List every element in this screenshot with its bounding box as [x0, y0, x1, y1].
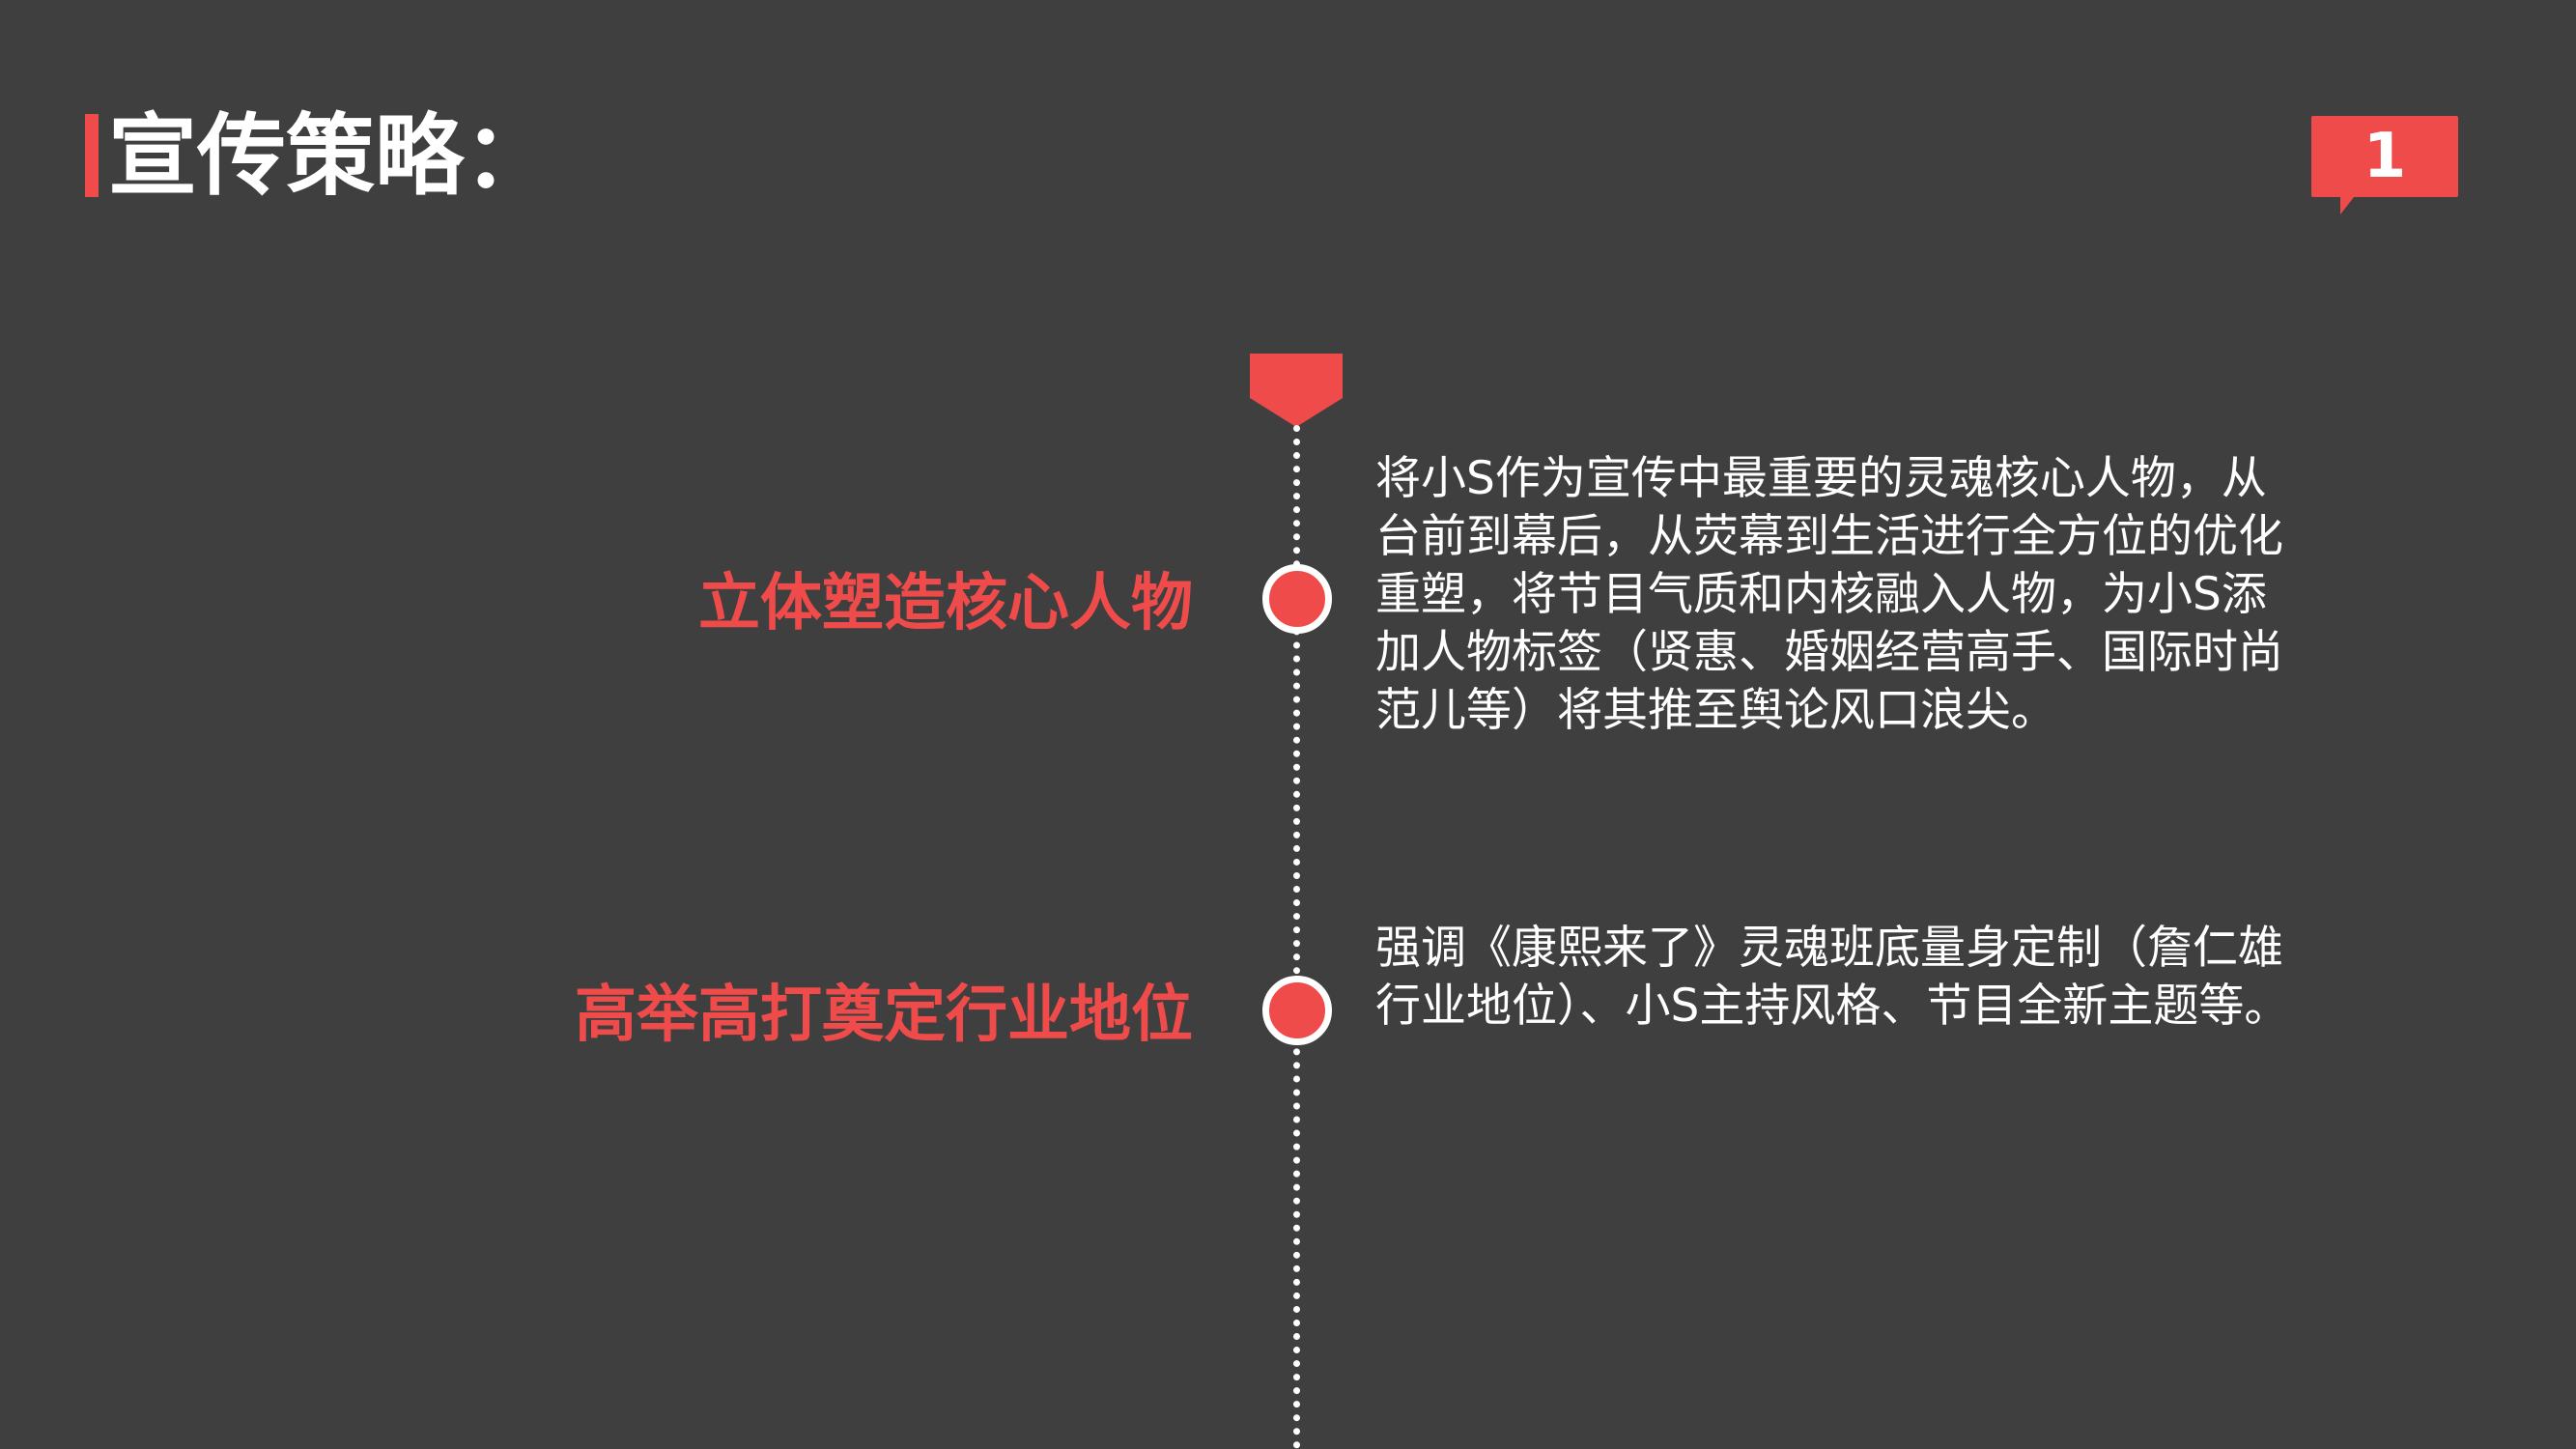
timeline-line	[1293, 425, 1300, 1449]
timeline-node-2	[1262, 976, 1332, 1045]
timeline-description-2: 强调《康熙来了》灵魂班底量身定制（詹仁雄行业地位）、小S主持风格、节目全新主题等…	[1375, 922, 2290, 1033]
timeline-heading-1: 立体塑造核心人物	[698, 568, 1193, 639]
page-number: 1	[2363, 121, 2407, 192]
page-number-badge: 1	[2311, 116, 2458, 216]
timeline-node-1	[1262, 564, 1332, 634]
page-title: 宣传策略：	[108, 104, 553, 208]
speech-bubble-icon	[2311, 116, 2458, 214]
title-accent-bar	[85, 114, 99, 197]
timeline-description-1: 将小S作为宣传中最重要的灵魂核心人物，从台前到幕后，从荧幕到生活进行全方位的优化…	[1375, 452, 2283, 737]
timeline-start-marker-icon	[1250, 354, 1343, 427]
timeline-heading-2: 高举高打奠定行业地位	[575, 980, 1193, 1051]
